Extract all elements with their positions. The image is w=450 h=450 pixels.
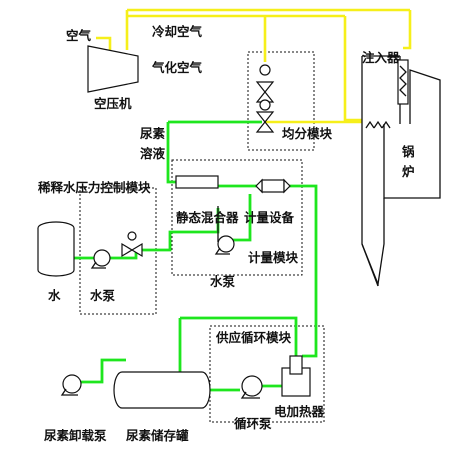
air-inlet-line	[96, 36, 112, 50]
static-mixer-label: 静态混合器	[176, 210, 239, 225]
pump-to-metering-line	[226, 194, 252, 242]
atomizing-air-drop	[343, 16, 362, 122]
circulation-pump-icon	[240, 375, 263, 399]
boiler-label-2: 炉	[402, 164, 415, 179]
cooling-air-label: 冷却空气	[152, 24, 203, 39]
metering-module-box	[171, 159, 303, 276]
dilution-water-module-box	[79, 187, 157, 315]
metering-equipment-label: 计量设备	[244, 210, 295, 225]
metering-return-line	[288, 184, 318, 358]
metering-equipment-icon	[255, 178, 291, 194]
electric-heater-label: 电加热器	[274, 404, 325, 419]
water-label: 水	[48, 288, 61, 303]
urea-storage-tank-icon	[113, 371, 211, 409]
dilution-valve-icon	[121, 231, 143, 258]
urea-unloading-pump-icon	[60, 374, 82, 396]
distribution-module-label: 均分模块	[282, 126, 333, 141]
injector-label: 注入器	[362, 50, 400, 65]
water-pump2-label: 水泵	[210, 274, 236, 289]
static-mixer-icon	[175, 175, 219, 189]
urea-unloading-pump-label: 尿素卸载泵	[44, 428, 107, 443]
atomizing-air-label: 气化空气	[151, 60, 203, 75]
supply-circulation-module-label: 供应循环模块	[215, 330, 292, 345]
compressor-label: 空压机	[94, 96, 132, 111]
distribution-module-box	[247, 51, 315, 151]
compressor-icon	[87, 45, 139, 93]
distribution-valves-icon	[255, 64, 275, 133]
circulation-pump-label: 循环泵	[234, 416, 272, 431]
injector-icon	[397, 59, 409, 105]
metering-module-label: 计量模块	[248, 250, 299, 265]
water-tank-icon	[37, 221, 75, 277]
cooling-air-to-injector	[403, 10, 412, 50]
air-label: 空气	[66, 28, 92, 43]
supply-circulation-module-box	[209, 325, 325, 423]
water-pump-outlet-line	[110, 248, 150, 260]
supply-header-line	[180, 316, 298, 356]
urea-solution-label-2: 溶液	[140, 146, 166, 161]
electric-heater-icon	[281, 355, 311, 397]
boiler-icon	[361, 55, 441, 287]
urea-solution-label-1: 尿素	[140, 126, 166, 141]
water-pump-icon	[90, 249, 111, 269]
boiler-label-1: 锅	[402, 144, 415, 159]
urea-solution-drop	[166, 122, 176, 184]
dilution-water-module-label: 稀释水压力控制模块	[38, 180, 151, 195]
urea-storage-tank-label: 尿素储存罐	[126, 428, 189, 443]
unload-pump-outlet-line	[80, 358, 126, 384]
water-pump2-icon	[214, 235, 235, 255]
water-pump-label: 水泵	[90, 288, 116, 303]
air-lines	[96, 8, 412, 124]
